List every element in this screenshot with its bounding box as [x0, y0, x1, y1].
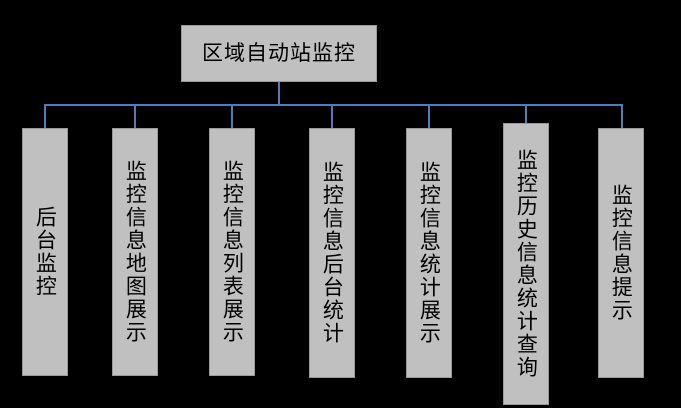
connector-horizontal-bus — [44, 104, 622, 106]
connector-root-stem — [278, 82, 280, 105]
child-node-3[interactable]: 监控信息列表展示 — [209, 128, 255, 376]
child-node-6[interactable]: 监控历史信息统计查询 — [503, 123, 549, 405]
connector-drop-2 — [134, 104, 136, 129]
child-node-4-label: 监控信息后台统计 — [320, 161, 345, 345]
root-node[interactable]: 区域自动站监控 — [181, 25, 377, 82]
child-node-2-label: 监控信息地图展示 — [123, 160, 148, 344]
connector-drop-4 — [331, 104, 333, 129]
child-node-5-label: 监控信息统计展示 — [417, 161, 442, 345]
connector-drop-1 — [44, 104, 46, 129]
connector-drop-6 — [525, 104, 527, 124]
child-node-1-label: 后台监控 — [33, 206, 58, 298]
connector-drop-5 — [428, 104, 430, 129]
child-node-1[interactable]: 后台监控 — [22, 128, 68, 376]
child-node-7-label: 监控信息提示 — [609, 184, 634, 322]
connector-drop-7 — [621, 104, 623, 129]
child-node-2[interactable]: 监控信息地图展示 — [112, 128, 158, 376]
child-node-3-label: 监控信息列表展示 — [220, 160, 245, 344]
child-node-7[interactable]: 监控信息提示 — [598, 128, 644, 378]
child-node-4[interactable]: 监控信息后台统计 — [309, 128, 355, 378]
root-node-label: 区域自动站监控 — [202, 41, 356, 65]
child-node-6-label: 监控历史信息统计查询 — [514, 149, 539, 379]
connector-drop-3 — [231, 104, 233, 129]
child-node-5[interactable]: 监控信息统计展示 — [406, 128, 452, 378]
